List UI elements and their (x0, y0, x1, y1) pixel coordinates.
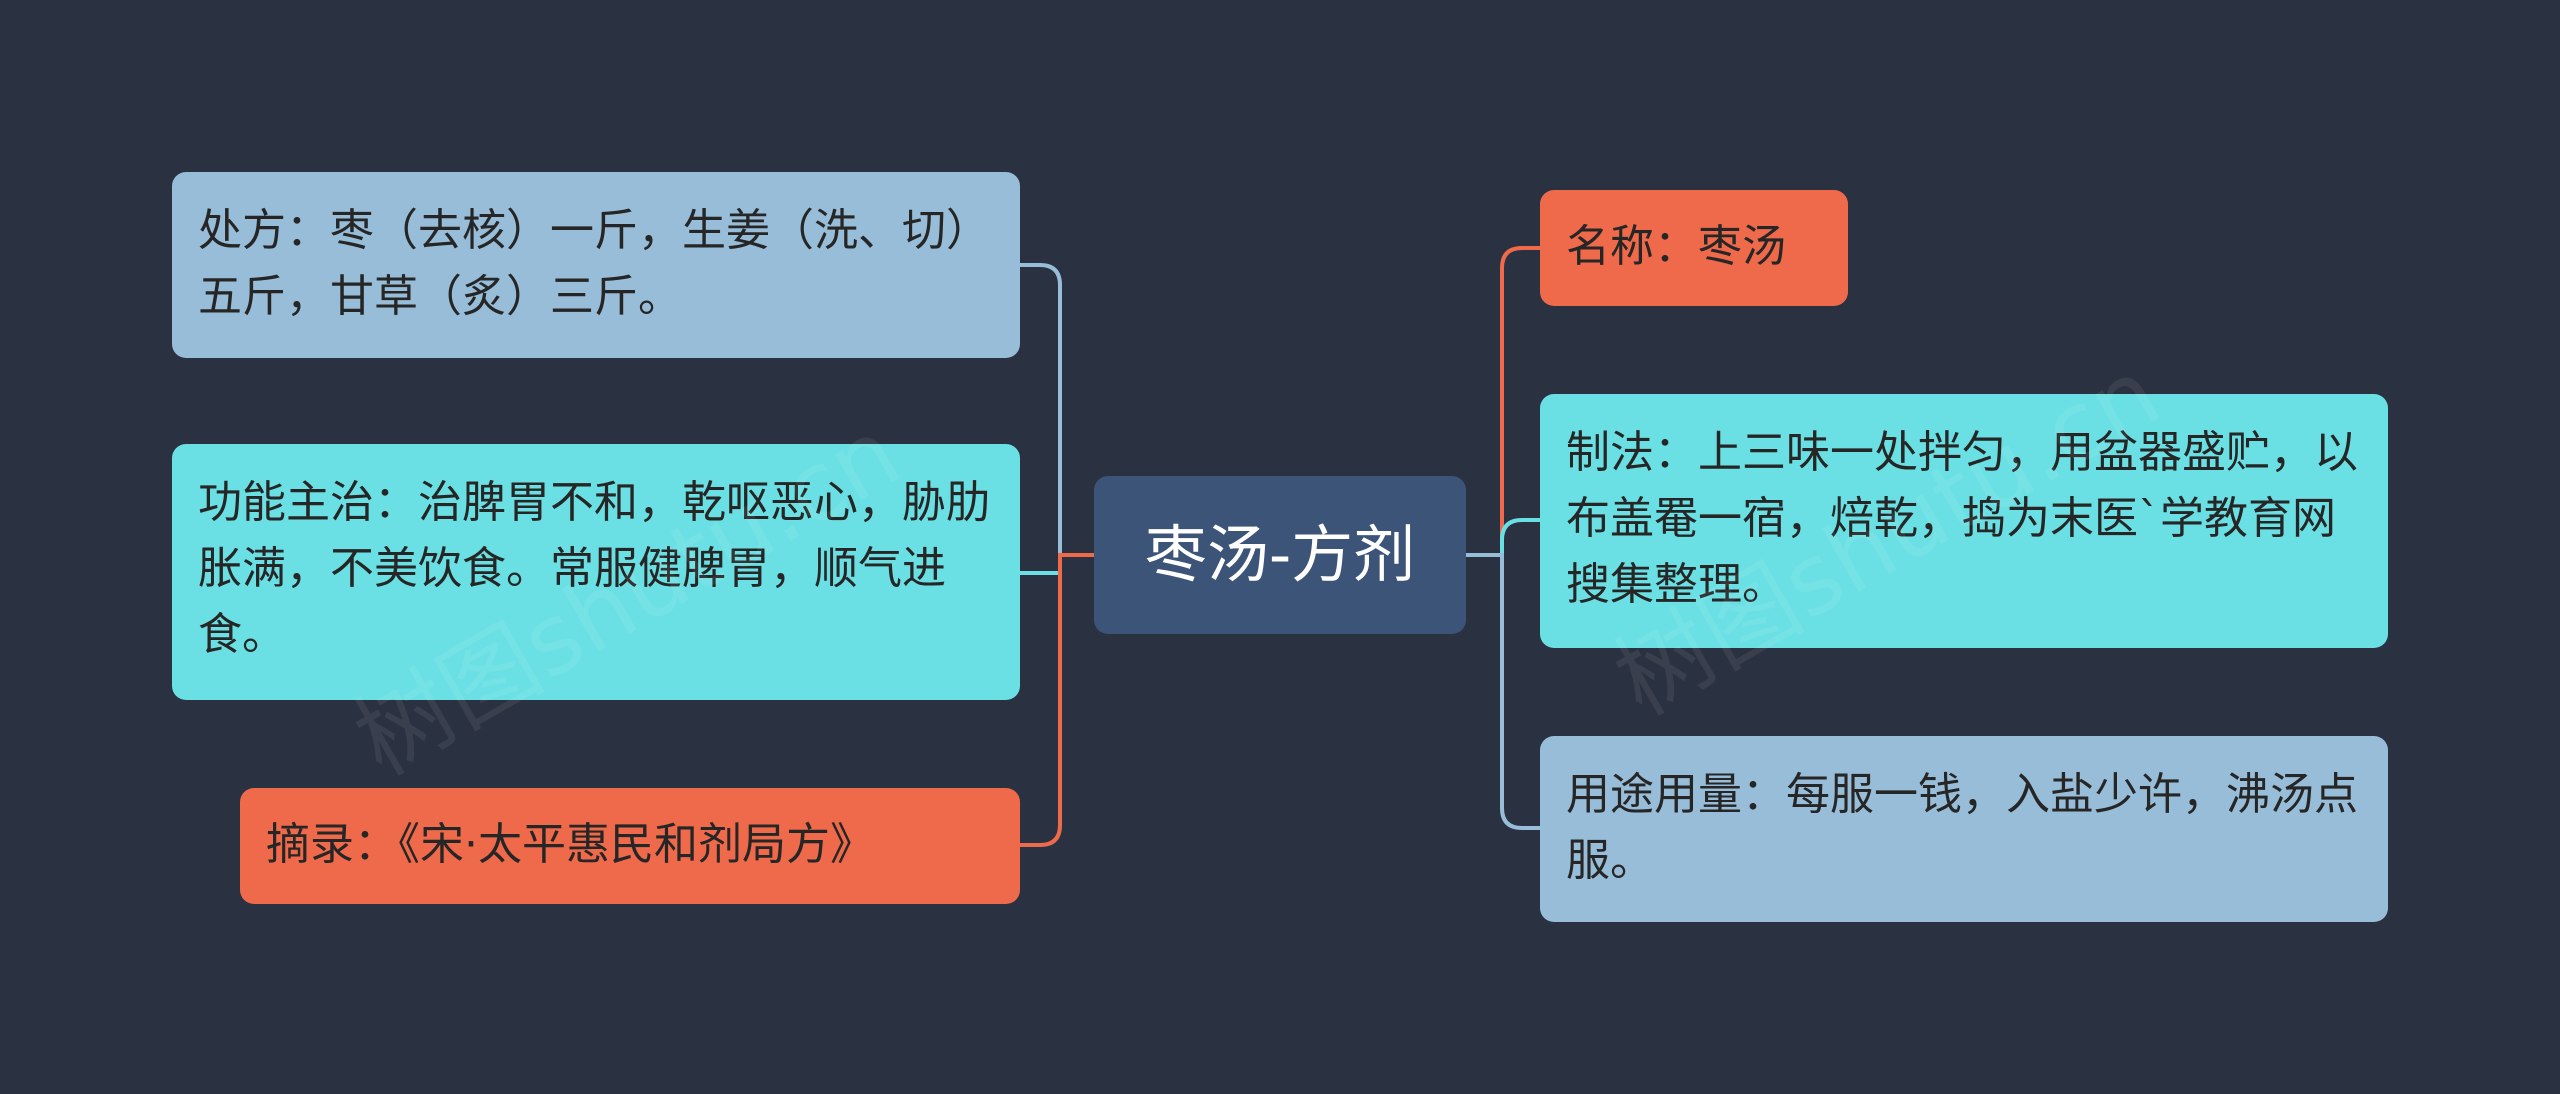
node-method[interactable]: 制法：上三味一处拌匀，用盆器盛贮，以布盖罨一宿，焙乾，捣为末医`学教育网搜集整理… (1540, 394, 2388, 648)
node-name[interactable]: 名称：枣汤 (1540, 190, 1848, 306)
node-function[interactable]: 功能主治：治脾胃不和，乾呕恶心，胁肋胀满，不美饮食。常服健脾胃，顺气进食。 (172, 444, 1020, 700)
connector-prescription (1020, 263, 1094, 557)
node-source[interactable]: 摘录：《宋·太平惠民和剂局方》 (240, 788, 1020, 904)
connector-name (1466, 246, 1540, 557)
connector-source (1020, 553, 1094, 847)
center-topic-label: 枣汤-方剂 (1144, 518, 1416, 591)
connector-usage (1466, 553, 1540, 830)
node-prescription[interactable]: 处方：枣（去核）一斤，生姜（洗、切）五斤，甘草（炙）三斤。 (172, 172, 1020, 358)
connector-function (1020, 553, 1094, 575)
center-topic[interactable]: 枣汤-方剂 (1094, 476, 1466, 634)
connector-method (1466, 518, 1540, 557)
node-usage[interactable]: 用途用量：每服一钱，入盐少许，沸汤点服。 (1540, 736, 2388, 922)
